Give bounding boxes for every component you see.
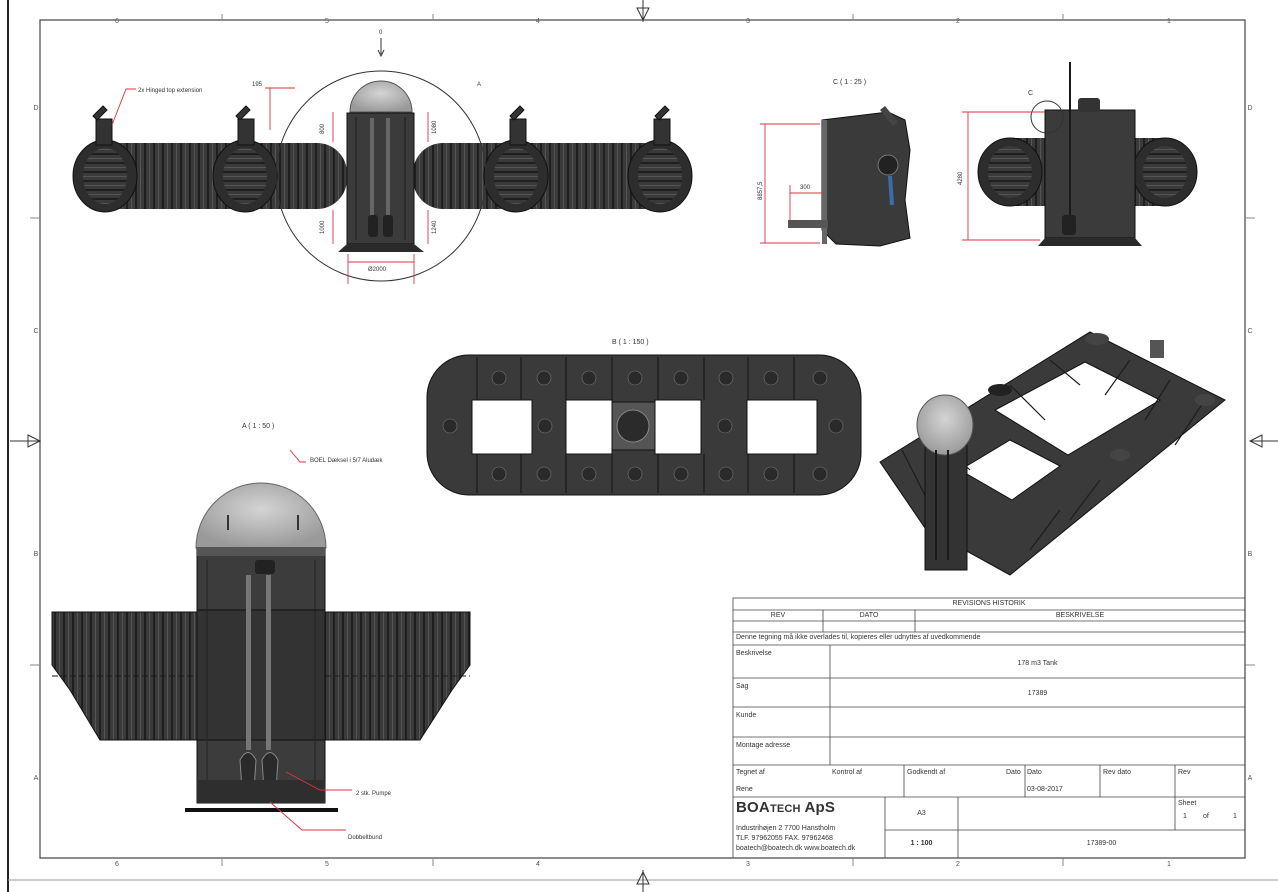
address-line-2: TLF. 97962055 FAX. 97962468 bbox=[736, 835, 833, 842]
pump-callout: 2 stk. Pumpe bbox=[356, 791, 392, 797]
bottom-callout: Dobbeltbund bbox=[348, 835, 382, 841]
date-column-header: DATO bbox=[859, 612, 879, 619]
drawing-scale: 1 : 100 bbox=[910, 840, 933, 847]
grid-col-bottom-1: 1 bbox=[1167, 861, 1171, 868]
side-marker-c: C bbox=[1028, 90, 1033, 97]
section-a-view: A ( 1 : 50 ) BOEL Dæksel i 5/7 Aludæk bbox=[51, 423, 471, 841]
tegnet-label: Tegnet af bbox=[736, 769, 765, 776]
cover-callout: BOEL Dæksel i 5/7 Aludæk bbox=[310, 458, 383, 464]
dim-800: 800 bbox=[320, 123, 326, 134]
grid-col-top-1: 1 bbox=[1167, 18, 1171, 25]
side-elevation-view: 4280 C bbox=[958, 62, 1198, 246]
centering-marks bbox=[10, 0, 1278, 892]
sheet-label: Sheet bbox=[1178, 800, 1197, 807]
grid-col-bottom-3: 3 bbox=[746, 861, 750, 868]
kontrol-label: Kontrol af bbox=[832, 769, 862, 776]
address-line-1: Industrihøjen 2 7700 Hanstholm bbox=[736, 825, 836, 832]
grid-row-left-a: A bbox=[34, 775, 39, 782]
sheet-number: 1 bbox=[1183, 813, 1187, 820]
top-extensions bbox=[92, 105, 671, 146]
godkendt-label: Godkendt af bbox=[907, 769, 946, 776]
description-column-header: BESKRIVELSE bbox=[1055, 612, 1105, 619]
detail-c-width-dim: 300 bbox=[800, 185, 811, 191]
top-elevation-view: 2x Hinged top extension 195 800 1080 100… bbox=[72, 30, 693, 284]
beskrivelse-label: Beskrivelse bbox=[736, 650, 772, 657]
rev-dato-label: Rev dato bbox=[1103, 769, 1132, 776]
detail-c-title: C ( 1 : 25 ) bbox=[833, 79, 866, 86]
drawing-number: 17389-00 bbox=[1086, 840, 1117, 847]
sheet-of: of bbox=[1203, 813, 1209, 820]
section-a-tank-right bbox=[324, 611, 471, 741]
kunde-label: Kunde bbox=[736, 712, 757, 719]
grid-row-left-b: B bbox=[34, 551, 39, 558]
montage-label: Montage adresse bbox=[736, 742, 791, 749]
address-line-3[interactable]: boatech@boatech.dk www.boatech.dk bbox=[736, 845, 856, 852]
grid-col-top-5: 5 bbox=[325, 18, 329, 25]
detail-c-view: C ( 1 : 25 ) 8857,5 300 bbox=[758, 79, 911, 247]
dato-label-1: Dato bbox=[1006, 769, 1021, 776]
grid-col-top-3: 3 bbox=[746, 18, 750, 25]
tegnet-value: Rene bbox=[736, 786, 753, 793]
revision-history-header: REVISIONS HISTORIK bbox=[952, 600, 1026, 607]
top-view-labels: 2x Hinged top extension 195 800 1080 100… bbox=[138, 30, 481, 273]
grid-col-bottom-2: 2 bbox=[956, 861, 960, 868]
grid-row-right-d: D bbox=[1247, 105, 1252, 112]
section-marker-a: A bbox=[477, 82, 481, 88]
grid-col-bottom-4: 4 bbox=[536, 861, 540, 868]
company-logo: BOATECH ApS bbox=[736, 799, 836, 816]
dato-value: 03-08-2017 bbox=[1027, 786, 1063, 793]
plan-b-title: B ( 1 : 150 ) bbox=[612, 339, 649, 346]
top-dimensions bbox=[111, 87, 429, 284]
sag-value: 17389 bbox=[1027, 690, 1048, 697]
section-a-tank-left bbox=[51, 611, 198, 741]
grid-row-left-c: C bbox=[33, 328, 38, 335]
grid-labels: 6 5 4 3 2 1 6 5 4 3 2 1 D C B A D C B A bbox=[33, 18, 1252, 868]
detail-c-height-dim: 8857,5 bbox=[758, 181, 764, 200]
section-a-title: A ( 1 : 50 ) bbox=[242, 423, 274, 430]
grid-row-right-b: B bbox=[1248, 551, 1253, 558]
hinged-extension-callout: 2x Hinged top extension bbox=[138, 88, 202, 94]
tank-body-right bbox=[413, 139, 693, 213]
paper-format: A3 bbox=[917, 810, 926, 817]
grid-col-top-4: 4 bbox=[536, 18, 540, 25]
dim-diameter: Ø2000 bbox=[368, 267, 387, 273]
sheet-total: 1 bbox=[1233, 813, 1237, 820]
side-height-dim: 4280 bbox=[958, 171, 964, 185]
beskrivelse-value: 178 m3 Tank bbox=[1017, 660, 1058, 667]
dim-1000: 1000 bbox=[320, 220, 326, 234]
plan-b-view: B ( 1 : 150 ) bbox=[426, 339, 862, 496]
dim-1080: 1080 bbox=[432, 120, 438, 134]
grid-col-bottom-5: 5 bbox=[325, 861, 329, 868]
grid-col-top-2: 2 bbox=[956, 18, 960, 25]
central-manhole-shaft bbox=[275, 70, 487, 282]
top-marker: 0 bbox=[379, 30, 383, 36]
grid-row-right-a: A bbox=[1248, 775, 1253, 782]
rev-column-header: REV bbox=[770, 612, 786, 619]
rev-label: Rev bbox=[1178, 769, 1191, 776]
isometric-view bbox=[879, 331, 1226, 576]
grid-col-bottom-6: 6 bbox=[115, 861, 119, 868]
tank-body-left bbox=[72, 139, 347, 213]
dim-1240: 1240 bbox=[432, 220, 438, 234]
grid-col-top-6: 6 bbox=[115, 18, 119, 25]
top-arrow bbox=[377, 38, 385, 58]
dato-label-2: Dato bbox=[1027, 769, 1042, 776]
sag-label: Sag bbox=[736, 683, 749, 690]
grid-row-right-c: C bbox=[1247, 328, 1252, 335]
grid-row-left-d: D bbox=[33, 105, 38, 112]
title-block: REVISIONS HISTORIK REV DATO BESKRIVELSE … bbox=[733, 598, 1245, 858]
confidentiality-notice: Denne tegning må ikke overlades til, kop… bbox=[736, 634, 981, 641]
dim-195: 195 bbox=[252, 82, 263, 88]
title-block-grid bbox=[732, 597, 1246, 859]
